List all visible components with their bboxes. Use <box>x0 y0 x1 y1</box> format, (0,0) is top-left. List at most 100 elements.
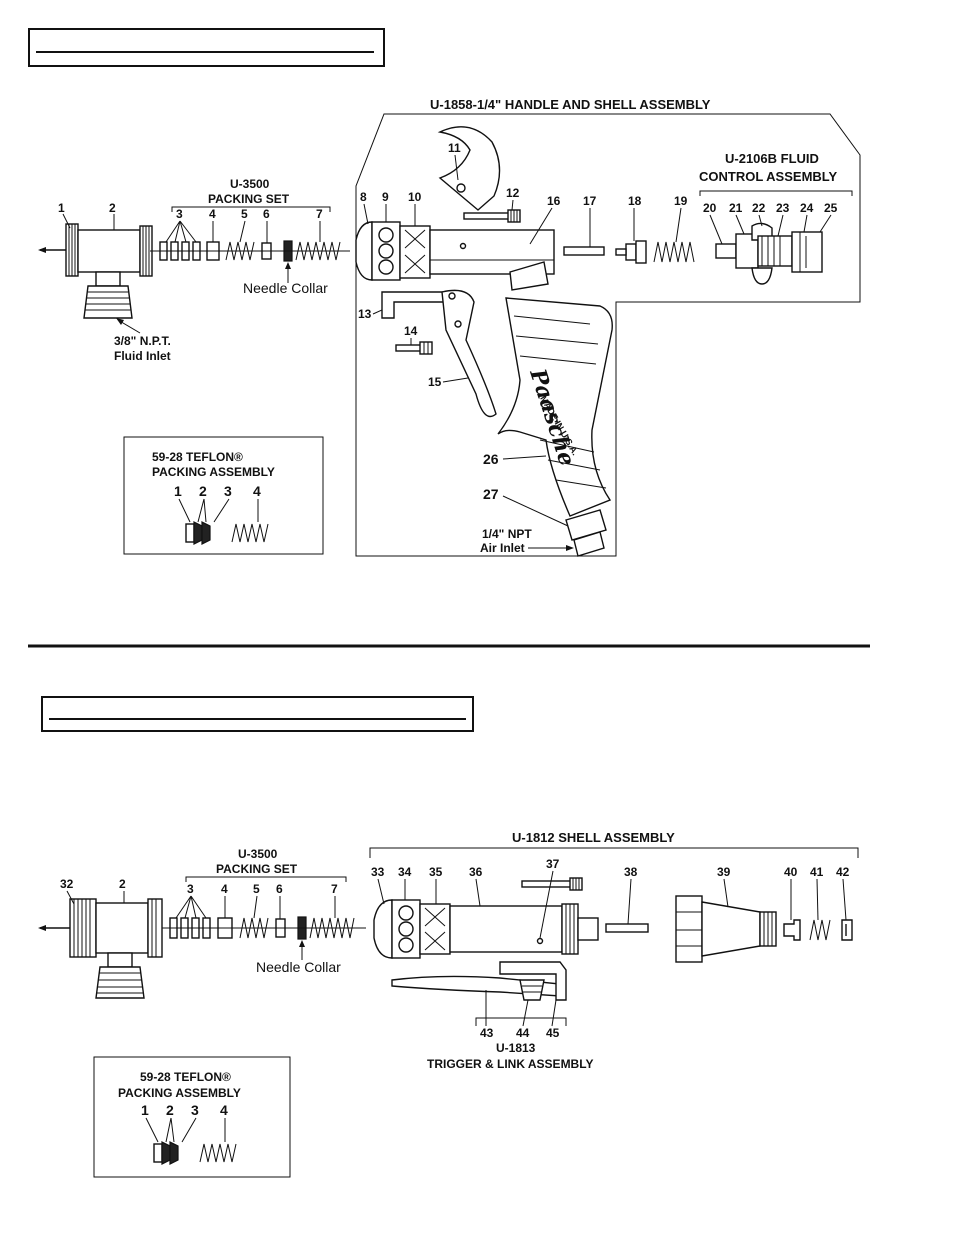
shell-head <box>373 899 451 959</box>
packing-set-bracket <box>171 206 331 212</box>
nut-18 <box>615 240 647 264</box>
fluid-inlet-label-2: Fluid Inlet <box>114 349 171 363</box>
teflon-1-title-1: 59-28 TEFLON® <box>152 450 243 464</box>
air-inlet-fitting <box>565 509 607 557</box>
callout-40: 40 <box>784 865 798 879</box>
section-1-callouts: 1 2 3 4 5 6 7 8 9 10 11 12 13 14 15 16 1… <box>58 141 838 527</box>
needle-collar-2-label: Needle Collar <box>256 959 341 975</box>
part-40 <box>783 919 801 941</box>
trigger-link-title-2: TRIGGER & LINK ASSEMBLY <box>427 1057 593 1071</box>
fluid-body-2 <box>69 898 163 999</box>
callout-2: 2 <box>109 201 116 215</box>
callout-32: 32 <box>60 877 74 891</box>
callout-5b: 5 <box>253 882 260 896</box>
teflon-2-title-1: 59-28 TEFLON® <box>140 1070 231 1084</box>
teflon-1-num-2: 2 <box>199 483 207 499</box>
screw-14 <box>395 341 433 355</box>
callout-38: 38 <box>624 865 638 879</box>
handle-grip <box>497 297 613 517</box>
nozzle-39 <box>675 895 777 963</box>
teflon-2-num-1: 1 <box>141 1102 149 1118</box>
callout-26: 26 <box>483 451 499 467</box>
teflon-2-num-4: 4 <box>220 1102 228 1118</box>
fluid-control-bracket <box>699 190 853 196</box>
callout-2b: 2 <box>119 877 126 891</box>
trigger <box>381 289 497 418</box>
callout-10: 10 <box>408 190 422 204</box>
callout-6: 6 <box>263 207 270 221</box>
teflon-1-num-1: 1 <box>174 483 182 499</box>
gun-body <box>429 229 555 291</box>
callout-21: 21 <box>729 201 743 215</box>
screw-12 <box>463 209 521 223</box>
callout-22: 22 <box>752 201 766 215</box>
air-inlet-label-2: Air Inlet <box>480 541 525 555</box>
section-1-title-box <box>28 28 385 67</box>
callout-45: 45 <box>546 1026 560 1040</box>
callout-5: 5 <box>241 207 248 221</box>
teflon-box-2: 59-28 TEFLON® PACKING ASSEMBLY 1 2 3 4 <box>93 1056 291 1178</box>
section-2-title-box <box>41 696 474 732</box>
callout-33: 33 <box>371 865 385 879</box>
trigger-link-title-1: U-1813 <box>496 1041 536 1055</box>
teflon-2-num-2: 2 <box>166 1102 174 1118</box>
teflon-1-num-4: 4 <box>253 483 261 499</box>
shell-assembly-title: U-1812 SHELL ASSEMBLY <box>512 830 675 845</box>
callout-16: 16 <box>547 194 561 208</box>
needle <box>38 247 66 253</box>
packing-set-2-title-1: U-3500 <box>238 847 278 861</box>
handle-shell-assembly-outline <box>355 113 861 557</box>
callout-18: 18 <box>628 194 642 208</box>
gun-head <box>355 221 431 281</box>
fluid-inlet-label-1: 3/8" N.P.T. <box>114 334 171 348</box>
packing-set-2-bracket <box>185 876 347 882</box>
callout-4: 4 <box>209 207 216 221</box>
callout-25: 25 <box>824 201 838 215</box>
callout-34: 34 <box>398 865 412 879</box>
fluid-control-title-2: CONTROL ASSEMBLY <box>699 169 838 184</box>
shell-assembly-bracket <box>369 847 859 858</box>
callout-14: 14 <box>404 324 418 338</box>
callout-20: 20 <box>703 201 717 215</box>
callout-27: 27 <box>483 486 499 502</box>
callout-6b: 6 <box>276 882 283 896</box>
spring-41 <box>809 919 831 941</box>
packing-set-title-2: PACKING SET <box>208 192 290 206</box>
callout-39: 39 <box>717 865 731 879</box>
fluid-control-parts <box>715 222 823 285</box>
callout-1: 1 <box>58 201 65 215</box>
callout-3: 3 <box>176 207 183 221</box>
air-inlet-label-1: 1/4" NPT <box>482 527 532 541</box>
teflon-2-title-2: PACKING ASSEMBLY <box>118 1086 241 1100</box>
pin-38 <box>605 923 649 933</box>
callout-9: 9 <box>382 190 389 204</box>
section-2-callouts: 32 2 3 4 5 6 7 33 34 35 36 37 38 39 40 4… <box>60 857 850 1040</box>
callout-41: 41 <box>810 865 824 879</box>
callout-23: 23 <box>776 201 790 215</box>
teflon-box-1: 59-28 TEFLON® PACKING ASSEMBLY 1 2 3 4 <box>123 436 324 555</box>
callout-13: 13 <box>358 307 372 321</box>
spring-19 <box>653 241 695 263</box>
callout-4b: 4 <box>221 882 228 896</box>
teflon-2-num-3: 3 <box>191 1102 199 1118</box>
callout-36: 36 <box>469 865 483 879</box>
callout-19: 19 <box>674 194 688 208</box>
packing-set-2-title-2: PACKING SET <box>216 862 298 876</box>
callout-17: 17 <box>583 194 597 208</box>
screw-37 <box>521 877 583 891</box>
trigger-link-bracket <box>475 1017 567 1026</box>
needle-collar-label: Needle Collar <box>243 280 328 296</box>
callout-7: 7 <box>316 207 323 221</box>
callout-15: 15 <box>428 375 442 389</box>
handle-shell-assembly-title: U-1858-1/4" HANDLE AND SHELL ASSEMBLY <box>430 97 711 112</box>
callout-7b: 7 <box>331 882 338 896</box>
fluid-body <box>65 223 153 319</box>
needle-2 <box>38 925 72 931</box>
callout-12: 12 <box>506 186 520 200</box>
callout-35: 35 <box>429 865 443 879</box>
callout-11: 11 <box>448 141 461 155</box>
fluid-control-title-1: U-2106B FLUID <box>725 151 819 166</box>
shell-body <box>449 903 599 955</box>
callout-8: 8 <box>360 190 367 204</box>
